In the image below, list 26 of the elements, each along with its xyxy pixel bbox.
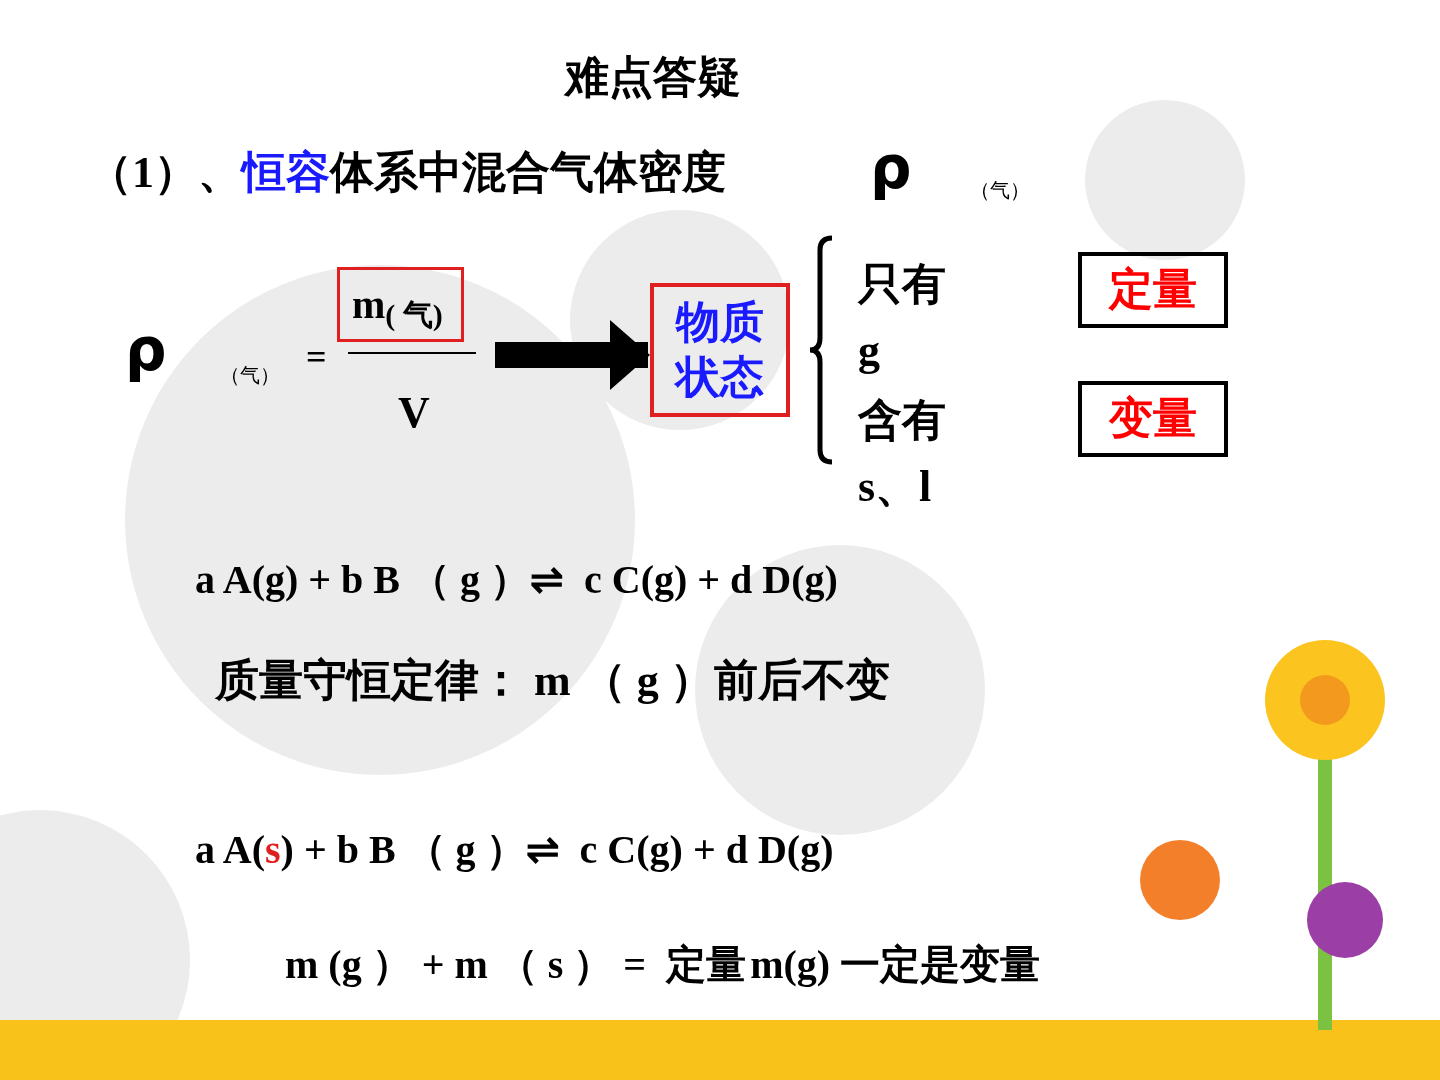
heading-text: 体系中混合气体密度 <box>330 147 726 199</box>
equation-text: a A( <box>195 826 265 874</box>
note-text: 质量守恒定律： m （ g ）前后不变 <box>215 655 890 707</box>
note-text: m (g ） + m （ s ） = 定量 <box>285 941 747 989</box>
subscript-text: （气） <box>970 178 1030 203</box>
rho-symbol: ρ <box>870 133 912 204</box>
heading-text: 恒容 <box>242 147 330 199</box>
subscript-text: （气） <box>220 363 280 388</box>
case-text: 只有g <box>858 259 947 377</box>
case-text: 含有s、l <box>858 395 947 513</box>
equation-text: s <box>265 826 281 874</box>
bordered-box <box>650 283 790 417</box>
block-arrow <box>495 320 650 390</box>
box-text: 变量 <box>1109 393 1197 445</box>
equals-sign: = <box>306 336 327 379</box>
bordered-box <box>1078 252 1228 328</box>
numerator-box: m$_{( 气)}$ <box>337 267 464 342</box>
box-text: 定量 <box>1109 264 1197 316</box>
title: 难点答疑 <box>565 52 741 104</box>
equation-text: a A(g) + b B （ g ）⇌ c C(g) + d D(g) <box>195 556 838 604</box>
note-text: m(g) 一定是变量 <box>750 941 1041 989</box>
denominator: V <box>398 387 430 439</box>
rho-symbol: ρ <box>125 315 167 386</box>
box-text: 物质状态 <box>675 297 765 404</box>
bordered-box <box>1078 381 1228 457</box>
equation-text: ) + b B （ g ）⇌ c C(g) + d D(g) <box>280 826 834 874</box>
